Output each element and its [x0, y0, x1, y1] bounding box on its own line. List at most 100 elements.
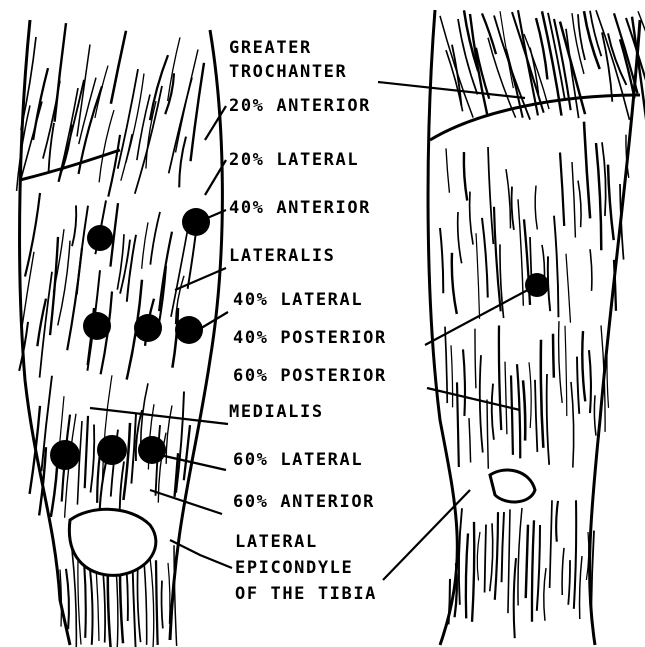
label-greater: GREATER: [228, 38, 313, 58]
fibre-stroke: [559, 321, 563, 403]
fibre-stroke: [495, 512, 498, 600]
fibre-stroke: [446, 148, 449, 192]
fibre-stroke: [532, 520, 534, 621]
fibre-stroke: [508, 509, 510, 613]
fibre-stroke: [574, 500, 576, 609]
fibre-stroke: [120, 461, 124, 509]
fibre-stroke: [127, 235, 136, 302]
fibre-stroke: [123, 423, 130, 500]
posterior-thigh-hatching: [440, 10, 645, 638]
fibre-stroke: [95, 66, 108, 118]
fibre-stroke: [565, 326, 567, 416]
point-medialis: [50, 440, 80, 470]
label-medialis: MEDIALIS: [228, 402, 325, 422]
fibre-stroke: [547, 374, 550, 465]
fibre-stroke: [544, 568, 546, 621]
fibre-stroke: [121, 134, 132, 181]
fibre-stroke: [562, 548, 564, 595]
fibre-stroke: [475, 329, 476, 389]
leader-40-lateral: [198, 312, 228, 330]
fibre-stroke: [492, 384, 494, 440]
fibre-stroke: [511, 375, 513, 454]
fibre-stroke: [490, 523, 493, 591]
label-20-anterior: 20% ANTERIOR: [228, 96, 372, 116]
label-trochanter: TROCHANTER: [228, 62, 348, 82]
fibre-stroke: [499, 325, 501, 430]
fibre-stroke: [485, 525, 486, 593]
fibre-stroke: [451, 345, 453, 407]
fibre-stroke: [150, 558, 154, 647]
fibre-stroke: [480, 355, 483, 452]
fibre-stroke: [168, 37, 180, 101]
fibre-stroke: [458, 212, 462, 263]
fibre-stroke: [589, 350, 591, 413]
fibre-stroke: [50, 237, 58, 335]
fibre-stroke: [535, 380, 537, 452]
point-40-anterior: [182, 208, 210, 236]
fibre-stroke: [144, 561, 147, 645]
leader-20-anterior: [205, 106, 226, 140]
fibre-stroke: [514, 558, 516, 638]
fibre-stroke: [596, 10, 629, 120]
fibre-stroke: [85, 416, 88, 488]
label-lateralis: LATERALIS: [228, 246, 337, 266]
fibre-stroke: [590, 249, 592, 291]
fibre-stroke: [470, 192, 473, 245]
fibre-stroke: [566, 254, 570, 323]
fibre-stroke: [602, 142, 606, 216]
point-40-lateral: [134, 314, 162, 342]
fibre-stroke: [553, 334, 554, 378]
fibre-stroke: [137, 562, 140, 642]
fibre-stroke: [33, 68, 48, 140]
fibre-stroke: [502, 512, 504, 582]
fibre-stroke: [506, 169, 510, 228]
fibre-stroke: [58, 241, 70, 326]
fibre-stroke: [459, 508, 462, 605]
fibre-stroke: [529, 362, 531, 428]
fibre-stroke: [518, 508, 522, 605]
point-60-lateral: [97, 435, 127, 465]
label-of-the-tibia: OF THE TIBIA: [234, 584, 378, 604]
fibre-stroke: [90, 424, 94, 492]
fibre-stroke: [556, 501, 558, 542]
leader-medialis: [90, 408, 228, 424]
fibre-stroke: [99, 110, 114, 182]
fibre-stroke: [66, 569, 69, 629]
fibre-stroke: [541, 340, 544, 448]
fibre-stroke: [150, 55, 168, 120]
fibre-stroke: [72, 205, 76, 246]
fibre-stroke: [578, 181, 581, 228]
fibre-stroke: [156, 560, 158, 645]
fibre-stroke: [554, 216, 558, 318]
point-20-anterior: [87, 225, 113, 251]
fibre-stroke: [166, 406, 172, 464]
fibre-stroke: [584, 122, 590, 219]
fibre-stroke: [142, 222, 148, 268]
fibre-stroke: [518, 199, 523, 305]
fibre-stroke: [482, 218, 488, 298]
fibre-stroke: [560, 153, 564, 226]
fibre-stroke: [524, 34, 549, 109]
fibre-stroke: [477, 532, 480, 580]
fibre-stroke: [111, 31, 126, 104]
fibre-stroke: [168, 563, 170, 624]
fibre-stroke: [582, 331, 585, 401]
fibre-stroke: [90, 569, 93, 645]
fibre-stroke: [550, 500, 552, 588]
point-lateralis: [83, 312, 111, 340]
fibre-stroke: [494, 16, 530, 120]
fibre-stroke: [72, 550, 76, 647]
label-60-posterior: 60% POSTERIOR: [232, 366, 388, 386]
fibre-stroke: [179, 137, 186, 188]
fibre-stroke: [594, 395, 596, 435]
fibre-stroke: [476, 233, 480, 319]
fibre-stroke: [523, 380, 525, 440]
fibre-stroke: [77, 206, 88, 295]
fibre-stroke: [77, 421, 82, 505]
fibre-stroke: [487, 399, 488, 468]
fibre-stroke: [512, 187, 514, 230]
fibre-stroke: [517, 364, 520, 458]
label-lateral: LATERAL: [234, 532, 319, 552]
fibre-stroke: [440, 228, 443, 293]
